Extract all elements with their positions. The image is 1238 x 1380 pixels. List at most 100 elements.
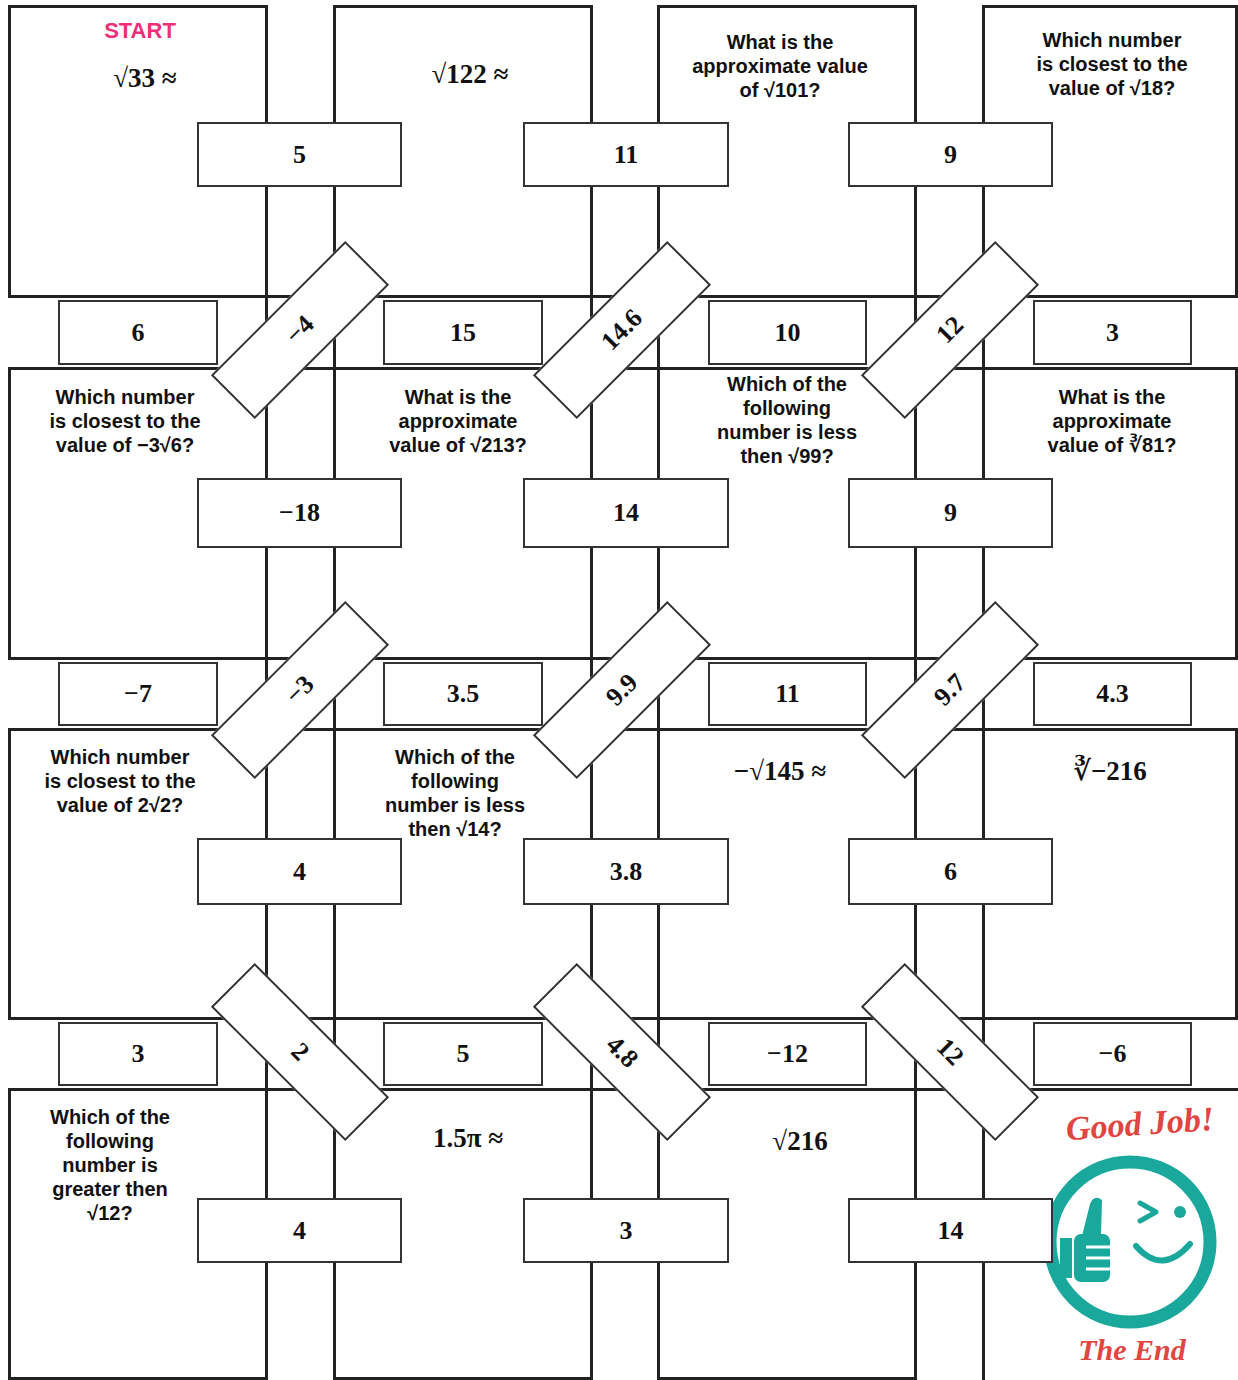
finger-line (1086, 1246, 1110, 1249)
answer-value: 5 (457, 1038, 470, 1069)
answer-value: −3 (279, 669, 321, 711)
answer-value: 14 (938, 1215, 964, 1246)
diagonal-answer-box: 9.7 (861, 601, 1039, 779)
math-expression: √122 ≈ (370, 58, 570, 90)
answer-value: 11 (614, 139, 639, 170)
math-expression: √33 ≈ (55, 62, 235, 94)
answer-value: 3 (132, 1038, 145, 1069)
answer-value: −18 (279, 497, 320, 528)
text-slot: Which of the following number is less th… (380, 745, 530, 841)
answer-value: −7 (124, 678, 152, 709)
answer-value: 2 (284, 1036, 315, 1067)
finger-line (1086, 1257, 1110, 1260)
question-text: Which number is closest to the value of … (1032, 28, 1192, 100)
text-slot: 1.5π ≈ (378, 1122, 558, 1154)
answer-value: 12 (930, 310, 970, 350)
diagonal-answer-box: 12 (861, 963, 1039, 1141)
answer-value: −12 (767, 1038, 808, 1069)
answer-value: 12 (930, 1032, 970, 1072)
text-slot: The End (1047, 1332, 1217, 1368)
answer-value: 9 (944, 139, 957, 170)
answer-box: 14 (848, 1198, 1053, 1263)
end-text: The End (1047, 1332, 1217, 1368)
answer-box: 3 (523, 1198, 729, 1263)
answer-box: 15 (383, 300, 543, 365)
smiley-mouth (1136, 1244, 1190, 1261)
question-text: What is the approximate value of √101? (680, 30, 880, 102)
text-slot: Which of the following number is greater… (28, 1105, 193, 1225)
answer-value: 14.6 (595, 303, 649, 357)
answer-box: −18 (197, 478, 402, 548)
text-slot: START (60, 18, 220, 44)
answer-box: 6 (58, 300, 218, 365)
cheer-text: Good Job! (1054, 1098, 1226, 1151)
answer-box: 10 (708, 300, 867, 365)
text-slot: Which number is closest to the value of … (40, 745, 200, 817)
answer-value: −6 (1099, 1038, 1127, 1069)
answer-value: 5 (293, 139, 306, 170)
math-expression: √216 (720, 1125, 880, 1157)
answer-box: 6 (848, 838, 1053, 905)
text-slot: Which of the following number is less th… (712, 372, 862, 468)
answer-value: 4.8 (599, 1029, 644, 1074)
text-slot: What is the approximate value of √101? (680, 30, 880, 102)
math-expression: 1.5π ≈ (378, 1122, 558, 1154)
answer-value: 6 (944, 856, 957, 887)
math-expression: −√145 ≈ (680, 755, 880, 787)
text-slot: What is the approximate value of √213? (383, 385, 533, 457)
text-slot: −√145 ≈ (680, 755, 880, 787)
diagonal-answer-box: −4 (211, 241, 389, 419)
smiley-eye (1174, 1206, 1186, 1218)
answer-value: 9.7 (927, 667, 972, 712)
math-expression: ∛−216 (1010, 755, 1210, 787)
text-slot: Which number is closest to the value of … (45, 385, 205, 457)
question-text: Which number is closest to the value of … (40, 745, 200, 817)
answer-box: −7 (58, 662, 218, 726)
text-slot: Good Job! (1054, 1098, 1226, 1151)
answer-value: 9 (944, 497, 957, 528)
answer-box: 11 (708, 662, 867, 726)
hand-sleeve (1060, 1238, 1072, 1278)
hand-fist (1074, 1234, 1110, 1282)
question-text: Which of the following number is less th… (380, 745, 530, 841)
answer-value: 14 (613, 497, 639, 528)
answer-value: 3 (620, 1215, 633, 1246)
text-slot: What is the approximate value of ∛81? (1037, 385, 1187, 457)
diagonal-answer-box: 2 (211, 963, 389, 1141)
question-text: Which of the following number is greater… (28, 1105, 193, 1225)
question-text: Which of the following number is less th… (712, 372, 862, 468)
answer-value: 15 (450, 317, 476, 348)
answer-value: 4 (293, 1215, 306, 1246)
answer-value: 3.8 (610, 856, 643, 887)
text-slot: √122 ≈ (370, 58, 570, 90)
answer-value: 9.9 (599, 667, 644, 712)
start-label: START (60, 18, 220, 44)
answer-box: 3 (1033, 300, 1192, 365)
answer-box: 11 (523, 122, 729, 187)
answer-value: 3 (1106, 317, 1119, 348)
answer-value: 4 (293, 856, 306, 887)
answer-box: 9 (848, 122, 1053, 187)
answer-box: −6 (1033, 1022, 1192, 1086)
answer-box: 4 (197, 1198, 402, 1263)
finger-line (1086, 1268, 1110, 1271)
diagonal-answer-box: −3 (211, 601, 389, 779)
question-text: What is the approximate value of √213? (383, 385, 533, 457)
answer-value: −4 (279, 309, 321, 351)
answer-box: −12 (708, 1022, 867, 1086)
text-slot: √33 ≈ (55, 62, 235, 94)
text-slot: Which number is closest to the value of … (1032, 28, 1192, 100)
winking-eye (1140, 1203, 1156, 1221)
badge-ring (1050, 1162, 1210, 1322)
hand-thumb (1082, 1198, 1102, 1236)
answer-box: 5 (383, 1022, 543, 1086)
question-text: Which number is closest to the value of … (45, 385, 205, 457)
answer-box: 3.8 (523, 838, 729, 905)
text-slot: √216 (720, 1125, 880, 1157)
answer-box: 5 (197, 122, 402, 187)
answer-box: 3 (58, 1022, 218, 1086)
answer-value: 4.3 (1096, 678, 1129, 709)
answer-value: 6 (132, 317, 145, 348)
diagonal-answer-box: 9.9 (533, 601, 711, 779)
